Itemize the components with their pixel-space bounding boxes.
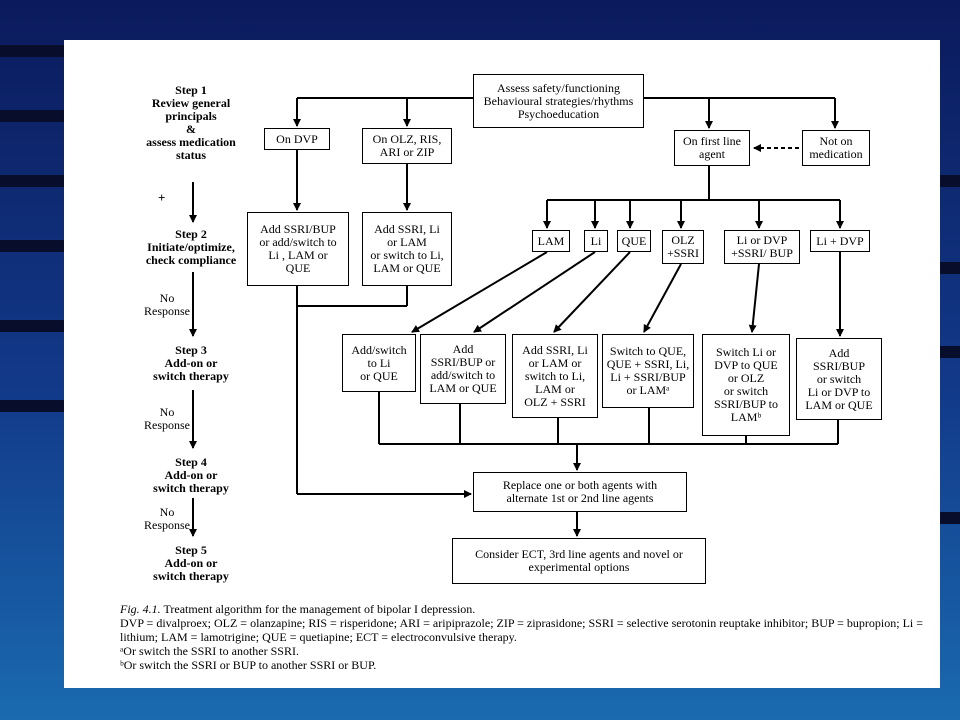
- li-box: Li: [584, 230, 608, 252]
- on-olz-box: On OLZ, RIS, ARI or ZIP: [362, 128, 452, 164]
- not-on-medication-box: Not on medication: [802, 130, 870, 166]
- frame-stripe: [0, 110, 64, 122]
- figure-label: Fig. 4.1.: [120, 602, 161, 616]
- no-response-label: No Response: [144, 505, 190, 532]
- step3-li-box: Add SSRI/BUP or add/switch to LAM or QUE: [420, 334, 506, 404]
- caption-title: Treatment algorithm for the management o…: [163, 602, 476, 616]
- no-response-label: No Response: [144, 291, 190, 318]
- frame-stripe: [0, 45, 64, 57]
- caption-title-line: Fig. 4.1. Treatment algorithm for the ma…: [120, 602, 930, 616]
- footnote-b: ᵇOr switch the SSRI or BUP to another SS…: [120, 658, 377, 672]
- li-or-dvp-ssri-box: Li or DVP +SSRI/ BUP: [724, 230, 800, 264]
- step3-que-box: Add SSRI, Li or LAM or switch to Li, LAM…: [512, 334, 598, 418]
- footnote-a: ᵃOr switch the SSRI to another SSRI.: [120, 644, 299, 658]
- caption-abbreviations: DVP = divalproex; OLZ = olanzapine; RIS …: [120, 616, 923, 644]
- flowchart-connectors: [189, 97, 844, 537]
- assess-safety-box: Assess safety/functioning Behavioural st…: [473, 74, 644, 128]
- frame-stripe: [940, 262, 960, 274]
- step-2-label: Step 2 Initiate/optimize, check complian…: [145, 227, 237, 267]
- frame-stripe: [940, 175, 960, 187]
- add-ssri-bup-box: Add SSRI/BUP or add/switch to Li , LAM o…: [247, 212, 349, 286]
- on-first-line-box: On first line agent: [674, 130, 750, 166]
- frame-stripe: [0, 240, 64, 252]
- lam-box: LAM: [532, 230, 570, 252]
- olz-ssri-box: OLZ +SSRI: [662, 230, 704, 264]
- frame-stripe: [0, 400, 64, 412]
- replace-agents-box: Replace one or both agents with alternat…: [473, 472, 687, 512]
- step-5-label: Step 5 Add-on or switch therapy: [153, 543, 229, 583]
- add-ssri-li-box: Add SSRI, Li or LAM or switch to Li, LAM…: [362, 212, 452, 286]
- frame-stripe: [940, 512, 960, 524]
- step3-lam-box: Add/switch to Li or QUE: [342, 334, 416, 392]
- que-box: QUE: [617, 230, 651, 252]
- no-response-label: No Response: [144, 405, 190, 432]
- figure-caption: Fig. 4.1. Treatment algorithm for the ma…: [120, 602, 930, 672]
- step-1-label: Step 1 Review general principals & asses…: [146, 83, 236, 162]
- consider-ect-box: Consider ECT, 3rd line agents and novel …: [452, 538, 706, 584]
- on-dvp-box: On DVP: [264, 128, 330, 150]
- step-4-label: Step 4 Add-on or switch therapy: [153, 455, 229, 495]
- step3-li-dvp-box: Switch Li or DVP to QUE or OLZ or switch…: [702, 334, 790, 436]
- plus-sign: +: [158, 190, 166, 205]
- step-3-label: Step 3 Add-on or switch therapy: [153, 343, 229, 383]
- step3-olz-box: Switch to QUE, QUE + SSRI, Li, Li + SSRI…: [602, 334, 694, 408]
- frame-stripe: [0, 175, 64, 187]
- li-plus-dvp-box: Li + DVP: [810, 230, 870, 252]
- frame-stripe: [940, 346, 960, 358]
- frame-stripe: [0, 320, 64, 332]
- step3-li-plus-dvp-box: Add SSRI/BUP or switch Li or DVP to LAM …: [796, 338, 882, 420]
- slide-content: Step 1 Review general principals & asses…: [64, 40, 940, 688]
